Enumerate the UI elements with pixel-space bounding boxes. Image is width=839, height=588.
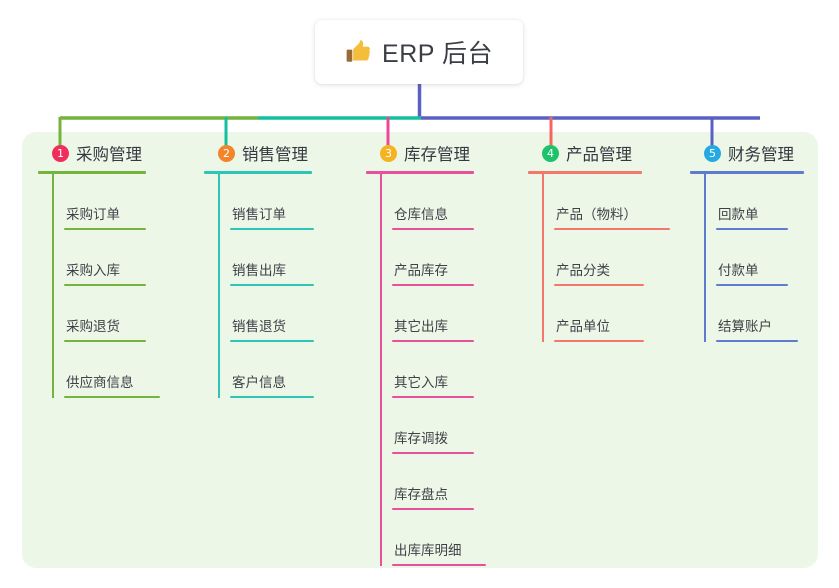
leaf-rule (230, 228, 314, 230)
leaf-item[interactable]: 采购入库 (38, 230, 160, 286)
leaf-label: 采购入库 (66, 263, 120, 278)
leaf-item[interactable]: 付款单 (690, 230, 804, 286)
branch-title-5: 财务管理 (728, 146, 794, 164)
branch-rule-5 (690, 171, 804, 174)
leaf-label: 回款单 (718, 207, 759, 222)
leaf-item[interactable]: 其它出库 (366, 286, 486, 342)
leaf-rule (64, 340, 146, 342)
leaf-rule (392, 340, 474, 342)
leaf-label: 其它入库 (394, 375, 448, 390)
branch-rule-1 (38, 171, 146, 174)
branch-title-3: 库存管理 (404, 146, 470, 164)
branch-title-4: 产品管理 (566, 146, 632, 164)
leaf-rule (392, 564, 486, 566)
leaf-rule (716, 284, 788, 286)
branch-rule-2 (204, 171, 312, 174)
leaf-label: 销售出库 (232, 263, 286, 278)
leaf-label: 客户信息 (232, 375, 286, 390)
root-node[interactable]: ERP 后台 (315, 20, 523, 84)
leaf-label: 产品单位 (556, 319, 610, 334)
leaf-label: 付款单 (718, 263, 759, 278)
branch-badge-4: 4 (542, 144, 559, 162)
leaf-rule (230, 396, 314, 398)
leaf-item[interactable]: 其它入库 (366, 342, 486, 398)
leaf-rule (716, 228, 788, 230)
branch-header-3[interactable]: 3 库存管理 (366, 140, 486, 166)
branch-1: 1 采购管理采购订单采购入库采购退货供应商信息 (38, 140, 160, 398)
leaf-rule (554, 340, 644, 342)
leaf-label: 销售退货 (232, 319, 286, 334)
leaf-item[interactable]: 产品（物料） (528, 174, 670, 230)
leaf-item[interactable]: 库存调拨 (366, 398, 486, 454)
branch-header-5[interactable]: 5 财务管理 (690, 140, 804, 166)
branch-5: 5 财务管理回款单付款单结算账户 (690, 140, 804, 342)
leaf-item[interactable]: 销售出库 (204, 230, 314, 286)
branch-rule-3 (366, 171, 474, 174)
leaf-label: 结算账户 (718, 319, 772, 334)
branch-header-2[interactable]: 2 销售管理 (204, 140, 314, 166)
branch-header-1[interactable]: 1 采购管理 (38, 140, 160, 166)
branch-badge-2: 2 (218, 144, 235, 162)
leaf-rule (392, 452, 474, 454)
leaf-item[interactable]: 库存盘点 (366, 454, 486, 510)
branch-trunk-1 (52, 174, 54, 398)
leaf-label: 产品（物料） (556, 207, 637, 222)
leaf-label: 出库库明细 (394, 543, 462, 558)
branch-title-2: 销售管理 (242, 146, 308, 164)
leaf-item[interactable]: 供应商信息 (38, 342, 160, 398)
leaf-rule (392, 508, 474, 510)
leaf-item[interactable]: 客户信息 (204, 342, 314, 398)
leaf-label: 产品分类 (556, 263, 610, 278)
leaf-rule (554, 228, 670, 230)
leaf-rule (392, 284, 474, 286)
branch-trunk-3 (380, 174, 382, 566)
leaf-rule (716, 340, 798, 342)
leaf-label: 产品库存 (394, 263, 448, 278)
branch-badge-3: 3 (380, 144, 397, 162)
leaf-item[interactable]: 采购订单 (38, 174, 160, 230)
branch-trunk-2 (218, 174, 220, 398)
leaf-item[interactable]: 采购退货 (38, 286, 160, 342)
leaf-rule (392, 396, 474, 398)
leaf-label: 库存调拨 (394, 431, 448, 446)
branches-panel (22, 132, 818, 568)
leaf-rule (392, 228, 474, 230)
leaf-label: 采购退货 (66, 319, 120, 334)
thumbs-up-icon (346, 40, 370, 62)
branch-header-4[interactable]: 4 产品管理 (528, 140, 670, 166)
leaf-item[interactable]: 产品单位 (528, 286, 670, 342)
leaf-rule (230, 284, 314, 286)
leaf-rule (554, 284, 644, 286)
leaf-label: 库存盘点 (394, 487, 448, 502)
branch-rule-4 (528, 171, 642, 174)
leaf-label: 仓库信息 (394, 207, 448, 222)
leaf-rule (230, 340, 314, 342)
leaf-item[interactable]: 结算账户 (690, 286, 804, 342)
branch-3: 3 库存管理仓库信息产品库存其它出库其它入库库存调拨库存盘点出库库明细 (366, 140, 486, 566)
leaf-item[interactable]: 销售订单 (204, 174, 314, 230)
branch-title-1: 采购管理 (76, 146, 142, 164)
leaf-item[interactable]: 产品库存 (366, 230, 486, 286)
leaf-item[interactable]: 产品分类 (528, 230, 670, 286)
branch-trunk-5 (704, 174, 706, 342)
leaf-rule (64, 284, 146, 286)
leaf-item[interactable]: 出库库明细 (366, 510, 486, 566)
leaf-rule (64, 396, 160, 398)
leaf-item[interactable]: 仓库信息 (366, 174, 486, 230)
branch-badge-5: 5 (704, 144, 721, 162)
leaf-label: 供应商信息 (66, 375, 134, 390)
leaf-item[interactable]: 销售退货 (204, 286, 314, 342)
leaf-item[interactable]: 回款单 (690, 174, 804, 230)
branch-2: 2 销售管理销售订单销售出库销售退货客户信息 (204, 140, 314, 398)
root-title: ERP 后台 (382, 40, 493, 68)
branch-trunk-4 (542, 174, 544, 342)
leaf-label: 其它出库 (394, 319, 448, 334)
leaf-rule (64, 228, 146, 230)
branch-badge-1: 1 (52, 144, 69, 162)
leaf-label: 销售订单 (232, 207, 286, 222)
branch-4: 4 产品管理产品（物料） 产品分类产品单位 (528, 140, 670, 342)
leaf-label: 采购订单 (66, 207, 120, 222)
